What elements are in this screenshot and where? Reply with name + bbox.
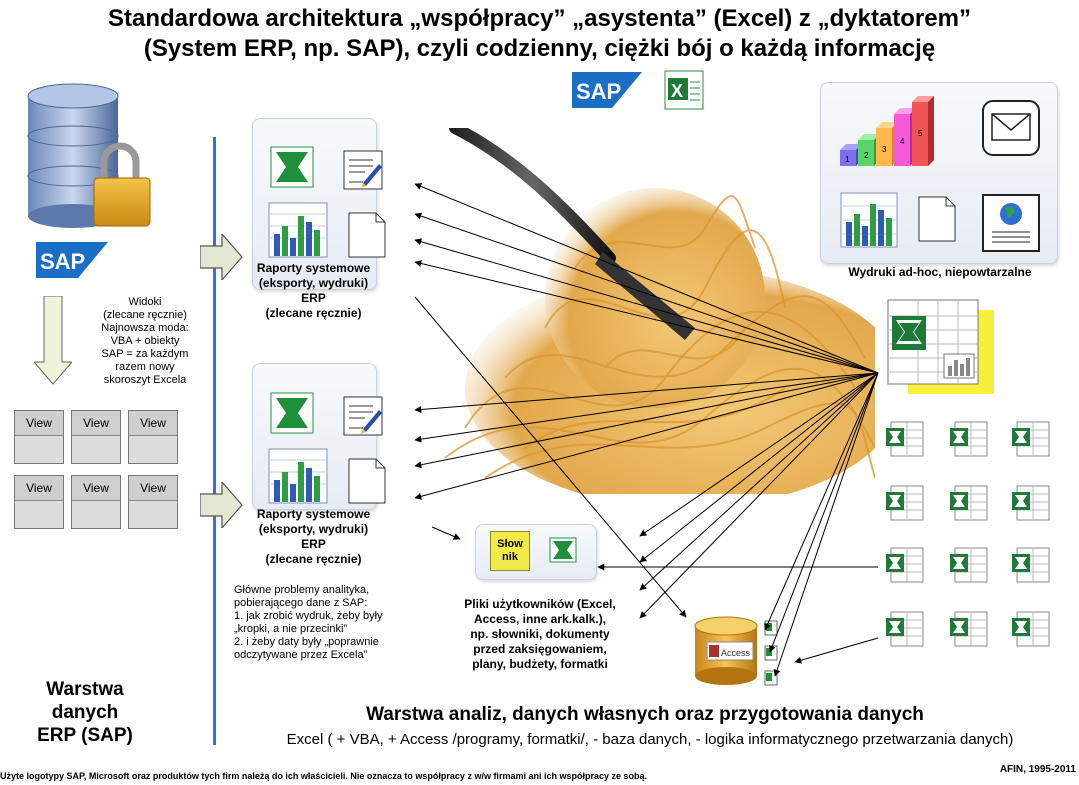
excel-icon (270, 146, 314, 188)
excel-file-icon (885, 608, 925, 653)
excel-file-icon (1011, 544, 1051, 589)
view-box: View (128, 475, 178, 529)
right-block-arrow-icon (199, 232, 244, 282)
bar-chart-icon (840, 192, 898, 248)
access-database-icon: Access (693, 616, 763, 686)
layer-divider (213, 137, 216, 745)
right-block-arrow-icon (199, 480, 244, 530)
analysis-layer-title: Warstwa analiz, danych własnych oraz prz… (366, 704, 924, 725)
svg-text:5: 5 (918, 129, 923, 138)
excel-file-icon (1011, 608, 1051, 653)
excel-file-icon (949, 544, 989, 589)
adhoc-prints-label: Wydruki ad-hoc, niepowtarzalne (848, 265, 1032, 279)
envelope-icon (982, 100, 1040, 156)
bar-chart-icon (268, 448, 328, 504)
user-files-label: Pliki użytkowników (Excel, Access, inne … (464, 597, 616, 671)
document-icon (918, 196, 956, 242)
page-title-line2: (System ERP, np. SAP), czyli codzienny, … (143, 35, 936, 62)
view-box: View (14, 410, 64, 464)
page-title-line1: Standardowa architektura „współpracy” „a… (108, 5, 971, 32)
svg-text:Access: Access (721, 648, 751, 658)
sap-logo-left: SAP (36, 242, 108, 278)
analyst-problems-note: Główne problemy analityka, pobierającego… (234, 584, 383, 661)
bar-chart-icon (268, 202, 328, 258)
excel-file-icon (885, 482, 925, 527)
svg-text:4: 4 (900, 137, 905, 146)
report-label: Raporty systemowe (eksporty, wydruki) ER… (256, 507, 371, 566)
svg-text:3: 3 (882, 145, 887, 154)
view-box: View (71, 475, 121, 529)
view-box: View (71, 410, 121, 464)
excel-file-icon (1011, 482, 1051, 527)
excel-icon (549, 537, 577, 563)
dictionary-note: Słow nik (490, 531, 530, 571)
view-box: View (128, 410, 178, 464)
svg-text:2: 2 (864, 151, 869, 160)
database-lock-icon (22, 82, 162, 232)
excel-file-icon (949, 608, 989, 653)
view-box: View (14, 475, 64, 529)
views-note: Widoki (zlecane ręcznie) Najnowsza moda:… (101, 296, 189, 386)
copyright-footer: AFIN, 1995-2011 (999, 764, 1076, 775)
analysis-layer-subtitle: Excel ( + VBA, + Access /programy, forma… (286, 731, 1014, 748)
svg-text:1: 1 (845, 155, 850, 164)
sap-logo-top: SAP (572, 72, 642, 108)
excel-workbook-icon (878, 298, 998, 398)
excel-file-icon (949, 482, 989, 527)
erp-layer-title: Warstwa danych ERP (SAP) (37, 679, 133, 746)
document-icon (348, 212, 386, 258)
report-label: Raporty systemowe (eksporty, wydruki) ER… (256, 261, 371, 320)
excel-icon (270, 392, 314, 434)
svg-text:X: X (671, 81, 683, 101)
excel-logo-top: X (664, 70, 704, 110)
globe-document-icon (982, 194, 1040, 252)
excel-file-icon (949, 418, 989, 463)
excel-file-icon (1011, 418, 1051, 463)
trademark-footer: Użyte logotypy SAP, Microsoft oraz produ… (0, 771, 647, 781)
svg-text:SAP: SAP (40, 249, 85, 274)
signed-document-icon (343, 150, 383, 190)
svg-text:SAP: SAP (576, 79, 621, 104)
excel-file-icon (885, 544, 925, 589)
excel-file-icon (885, 418, 925, 463)
down-arrow-icon (32, 295, 74, 386)
user-excel-files-grid (885, 418, 1075, 648)
signed-document-icon (343, 396, 383, 436)
document-icon (348, 458, 386, 504)
3d-bar-chart-icon: 1 2 3 4 5 (838, 96, 948, 172)
